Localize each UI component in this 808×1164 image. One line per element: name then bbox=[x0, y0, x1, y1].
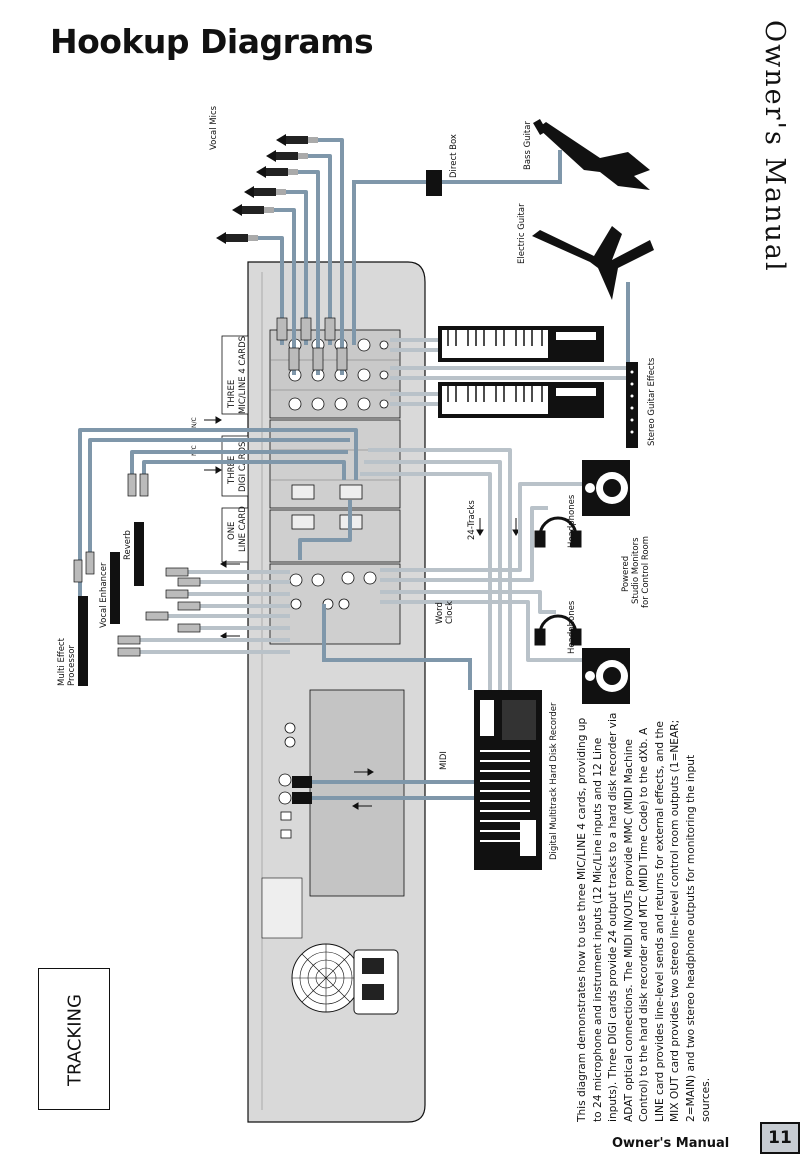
svg-text:ONE: ONE bbox=[227, 522, 237, 540]
label-vocal-mics: Vocal Mics bbox=[209, 105, 219, 150]
power-inlet bbox=[353, 949, 399, 1015]
reverb-unit bbox=[134, 522, 144, 586]
label-bass-guitar: Bass Guitar bbox=[523, 121, 533, 170]
svg-text:MIC/LINE 4 CARDS: MIC/LINE 4 CARDS bbox=[238, 336, 248, 414]
serial-plate bbox=[261, 877, 303, 939]
svg-text:THREE: THREE bbox=[227, 456, 237, 485]
label-monitors-2: Studio Monitors bbox=[631, 537, 641, 604]
bass-guitar bbox=[533, 118, 650, 190]
hard-disk-recorder bbox=[474, 690, 542, 870]
effects-cables bbox=[390, 366, 626, 380]
headphones-top bbox=[534, 516, 582, 548]
mix-out-jacks bbox=[289, 571, 377, 610]
label-reverb: Reverb bbox=[123, 530, 133, 560]
jack-plugs-left bbox=[73, 473, 201, 657]
line-card-panel bbox=[269, 509, 401, 563]
label-multi-effect-2: Processor bbox=[67, 645, 77, 686]
signal-arrows bbox=[204, 416, 374, 810]
stereo-guitar-effects bbox=[626, 362, 638, 448]
speaker-bottom bbox=[582, 648, 630, 704]
label-headphones-top: Headphones bbox=[567, 494, 577, 548]
svg-text:DIGI CARDS: DIGI CARDS bbox=[238, 442, 248, 492]
adat-cables bbox=[298, 448, 512, 690]
midi-ports bbox=[278, 722, 296, 839]
label-word-clock-2: Clock bbox=[445, 601, 455, 624]
tracks-arrows bbox=[476, 518, 520, 536]
effects-cables-left bbox=[78, 428, 358, 598]
section-label-box: TRACKING bbox=[38, 968, 110, 1110]
label-multi-effect-1: Multi Effect bbox=[57, 637, 67, 686]
console-rear-panel bbox=[309, 689, 405, 897]
page-number: 11 bbox=[760, 1122, 800, 1154]
section-label: TRACKING bbox=[64, 994, 86, 1086]
headphones-bottom bbox=[534, 614, 582, 646]
footer-label: Owner's Manual bbox=[612, 1136, 730, 1151]
monitor-cables bbox=[380, 482, 590, 662]
keyboard-top bbox=[438, 326, 604, 362]
label-stereo-guitar-effects: Stereo Guitar Effects bbox=[647, 357, 657, 446]
keyboard-cables bbox=[390, 338, 438, 406]
card-label-line: ONE LINE CARD bbox=[221, 506, 249, 563]
svg-text:THREE: THREE bbox=[227, 380, 237, 409]
vocal-mics bbox=[216, 134, 318, 244]
midi-plug-1 bbox=[292, 776, 312, 788]
label-monitors-3: for Control Room bbox=[641, 536, 651, 608]
mic-cables bbox=[258, 138, 344, 375]
bass-cable bbox=[352, 150, 562, 345]
direct-box bbox=[426, 170, 442, 196]
label-electric-guitar: Electric Guitar bbox=[517, 203, 527, 264]
page-title: Hookup Diagrams bbox=[50, 22, 374, 61]
label-word-clock-1: Word bbox=[435, 602, 445, 624]
card-label-mic: THREE MIC/LINE 4 CARDS bbox=[221, 335, 249, 415]
card-label-digi: THREE DIGI CARDS bbox=[221, 435, 249, 497]
label-monitors-1: Powered bbox=[621, 556, 631, 592]
xlr-plugs bbox=[276, 317, 348, 371]
midi-plug-2 bbox=[292, 792, 312, 804]
electric-guitar bbox=[532, 226, 654, 300]
label-vocal-enhancer: Vocal Enhancer bbox=[99, 562, 109, 628]
label-recorder: Digital Multitrack Hard Disk Recorder bbox=[549, 702, 559, 860]
label-midi: MIDI bbox=[439, 751, 449, 770]
keyboard-bottom bbox=[438, 382, 604, 418]
speaker-top bbox=[582, 460, 630, 516]
multi-effect-unit bbox=[78, 596, 88, 686]
description-text: This diagram demonstrates how to use thr… bbox=[576, 712, 712, 1122]
label-tracks: 24-Tracks bbox=[467, 500, 477, 540]
digi-connectors bbox=[291, 484, 363, 530]
vocal-enhancer-unit bbox=[110, 552, 120, 624]
word-clock-cable bbox=[322, 604, 472, 690]
svg-text:LINE CARD: LINE CARD bbox=[238, 506, 248, 552]
label-nc-1: N/C bbox=[191, 417, 198, 428]
cooling-fan bbox=[291, 943, 361, 1013]
label-headphones-bottom: Headphones bbox=[567, 600, 577, 654]
midi-cables bbox=[300, 780, 474, 800]
label-direct-box: Direct Box bbox=[449, 134, 459, 178]
